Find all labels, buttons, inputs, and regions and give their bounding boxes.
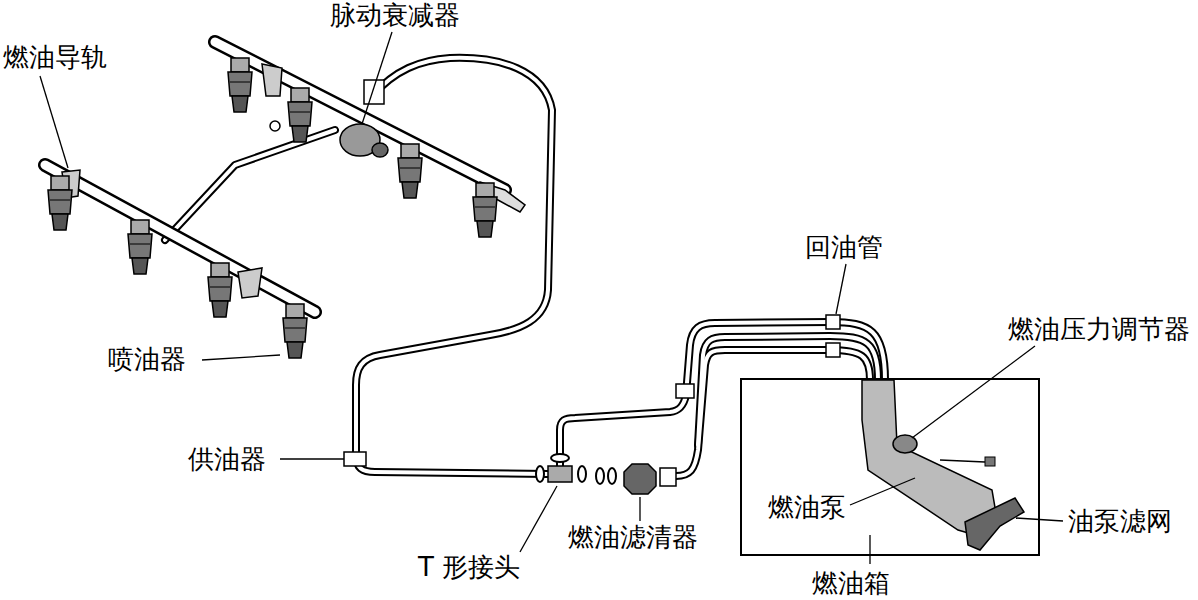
part-label: 供油器 bbox=[188, 446, 266, 472]
injector bbox=[48, 176, 72, 230]
fuel-rails bbox=[45, 42, 525, 312]
injector bbox=[208, 263, 232, 317]
leader-line bbox=[836, 264, 846, 314]
leader-line bbox=[202, 355, 280, 360]
leader-line bbox=[869, 535, 870, 564]
injector bbox=[283, 304, 307, 358]
leader-line bbox=[850, 478, 915, 505]
t-joint bbox=[548, 466, 572, 482]
part-label: 脉动衰减器 bbox=[330, 2, 460, 28]
return-pipe-inner bbox=[560, 322, 885, 466]
damper-cap bbox=[372, 143, 388, 157]
leader-line bbox=[362, 32, 392, 124]
filter-connector bbox=[660, 468, 676, 486]
tank-connector bbox=[826, 343, 840, 357]
fuel-filter bbox=[624, 464, 656, 494]
pulse-damper bbox=[340, 124, 388, 157]
leader-lines bbox=[40, 32, 1063, 564]
supply-pipe bbox=[356, 58, 552, 474]
fuel-tank: 燃油箱 bbox=[740, 378, 1040, 556]
fuel-pump-assembly bbox=[862, 380, 1024, 550]
supply-pipe-inner bbox=[356, 58, 552, 474]
o-ring bbox=[551, 454, 569, 462]
part-label: 油泵滤网 bbox=[1068, 508, 1172, 534]
o-ring bbox=[596, 468, 604, 484]
injector bbox=[398, 144, 422, 198]
supply-clip bbox=[344, 452, 366, 466]
o-ring bbox=[578, 466, 586, 482]
supply-clip bbox=[364, 80, 384, 104]
leader-line bbox=[912, 346, 1035, 438]
rear-rail bbox=[215, 42, 505, 190]
part-label: 喷油器 bbox=[108, 346, 186, 372]
leader-line bbox=[639, 497, 640, 521]
crossover-pipe-inner bbox=[165, 130, 335, 240]
pump-strainer bbox=[965, 498, 1024, 550]
rail-bolt bbox=[270, 121, 280, 131]
tank-label: 燃油箱 bbox=[812, 570, 890, 596]
rail-bracket bbox=[262, 64, 282, 96]
filter-pipe bbox=[676, 350, 870, 476]
leader-line bbox=[520, 486, 557, 552]
injector bbox=[128, 220, 152, 274]
part-label: 燃油泵 bbox=[768, 494, 846, 520]
pump-wire bbox=[940, 460, 985, 462]
injectors bbox=[48, 58, 497, 358]
part-label: 燃油导轨 bbox=[3, 44, 107, 70]
part-label: T 形接头 bbox=[418, 554, 520, 580]
front-rail bbox=[45, 165, 315, 312]
injector bbox=[473, 183, 497, 237]
fuel-pump bbox=[862, 380, 998, 535]
o-ring bbox=[536, 466, 544, 482]
injector bbox=[228, 58, 252, 112]
tank-connector bbox=[826, 315, 840, 329]
part-label: 燃油滤清器 bbox=[568, 524, 698, 550]
fuel-pipes bbox=[165, 58, 885, 476]
pump-wire-plug bbox=[985, 457, 995, 466]
return-pipe bbox=[560, 322, 885, 466]
crossover-pipe bbox=[165, 130, 335, 240]
injector bbox=[288, 88, 312, 142]
filter-pipe-inner bbox=[676, 350, 870, 476]
leader-line bbox=[280, 458, 344, 459]
rear-rail-inner bbox=[215, 42, 505, 190]
part-label: 回油管 bbox=[805, 234, 883, 260]
leader-line bbox=[40, 76, 68, 168]
front-rail-inner bbox=[45, 165, 315, 312]
part-label: 燃油压力调节器 bbox=[1008, 316, 1190, 342]
rail-bracket bbox=[238, 268, 262, 298]
return-clip bbox=[676, 384, 694, 398]
line-fittings bbox=[344, 80, 840, 494]
o-ring bbox=[608, 468, 616, 484]
